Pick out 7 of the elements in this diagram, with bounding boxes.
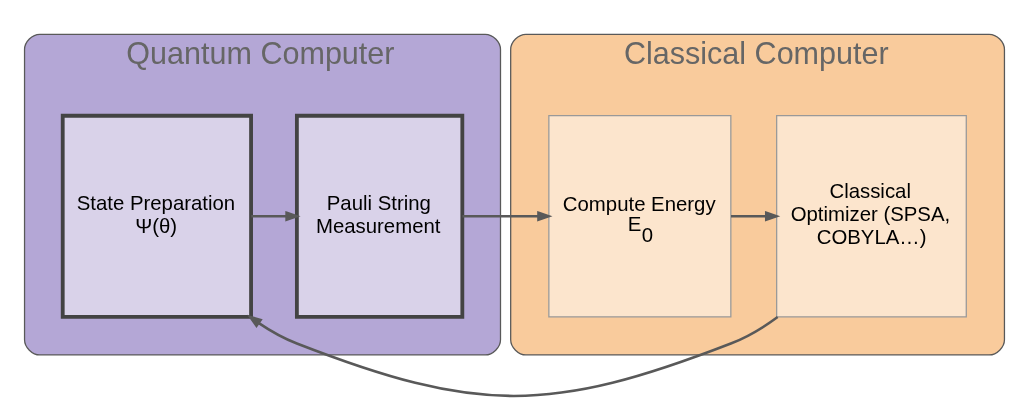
node-box: Pauli String Measurement — [294, 113, 465, 319]
arrow — [462, 210, 553, 222]
arrow — [247, 314, 779, 397]
node-box: State Preparation Ψ(θ) — [60, 113, 253, 319]
arrow — [731, 210, 781, 222]
arrow — [251, 210, 301, 222]
node-box: Classical Optimizer (SPSA, COBYLA…) — [776, 114, 967, 317]
